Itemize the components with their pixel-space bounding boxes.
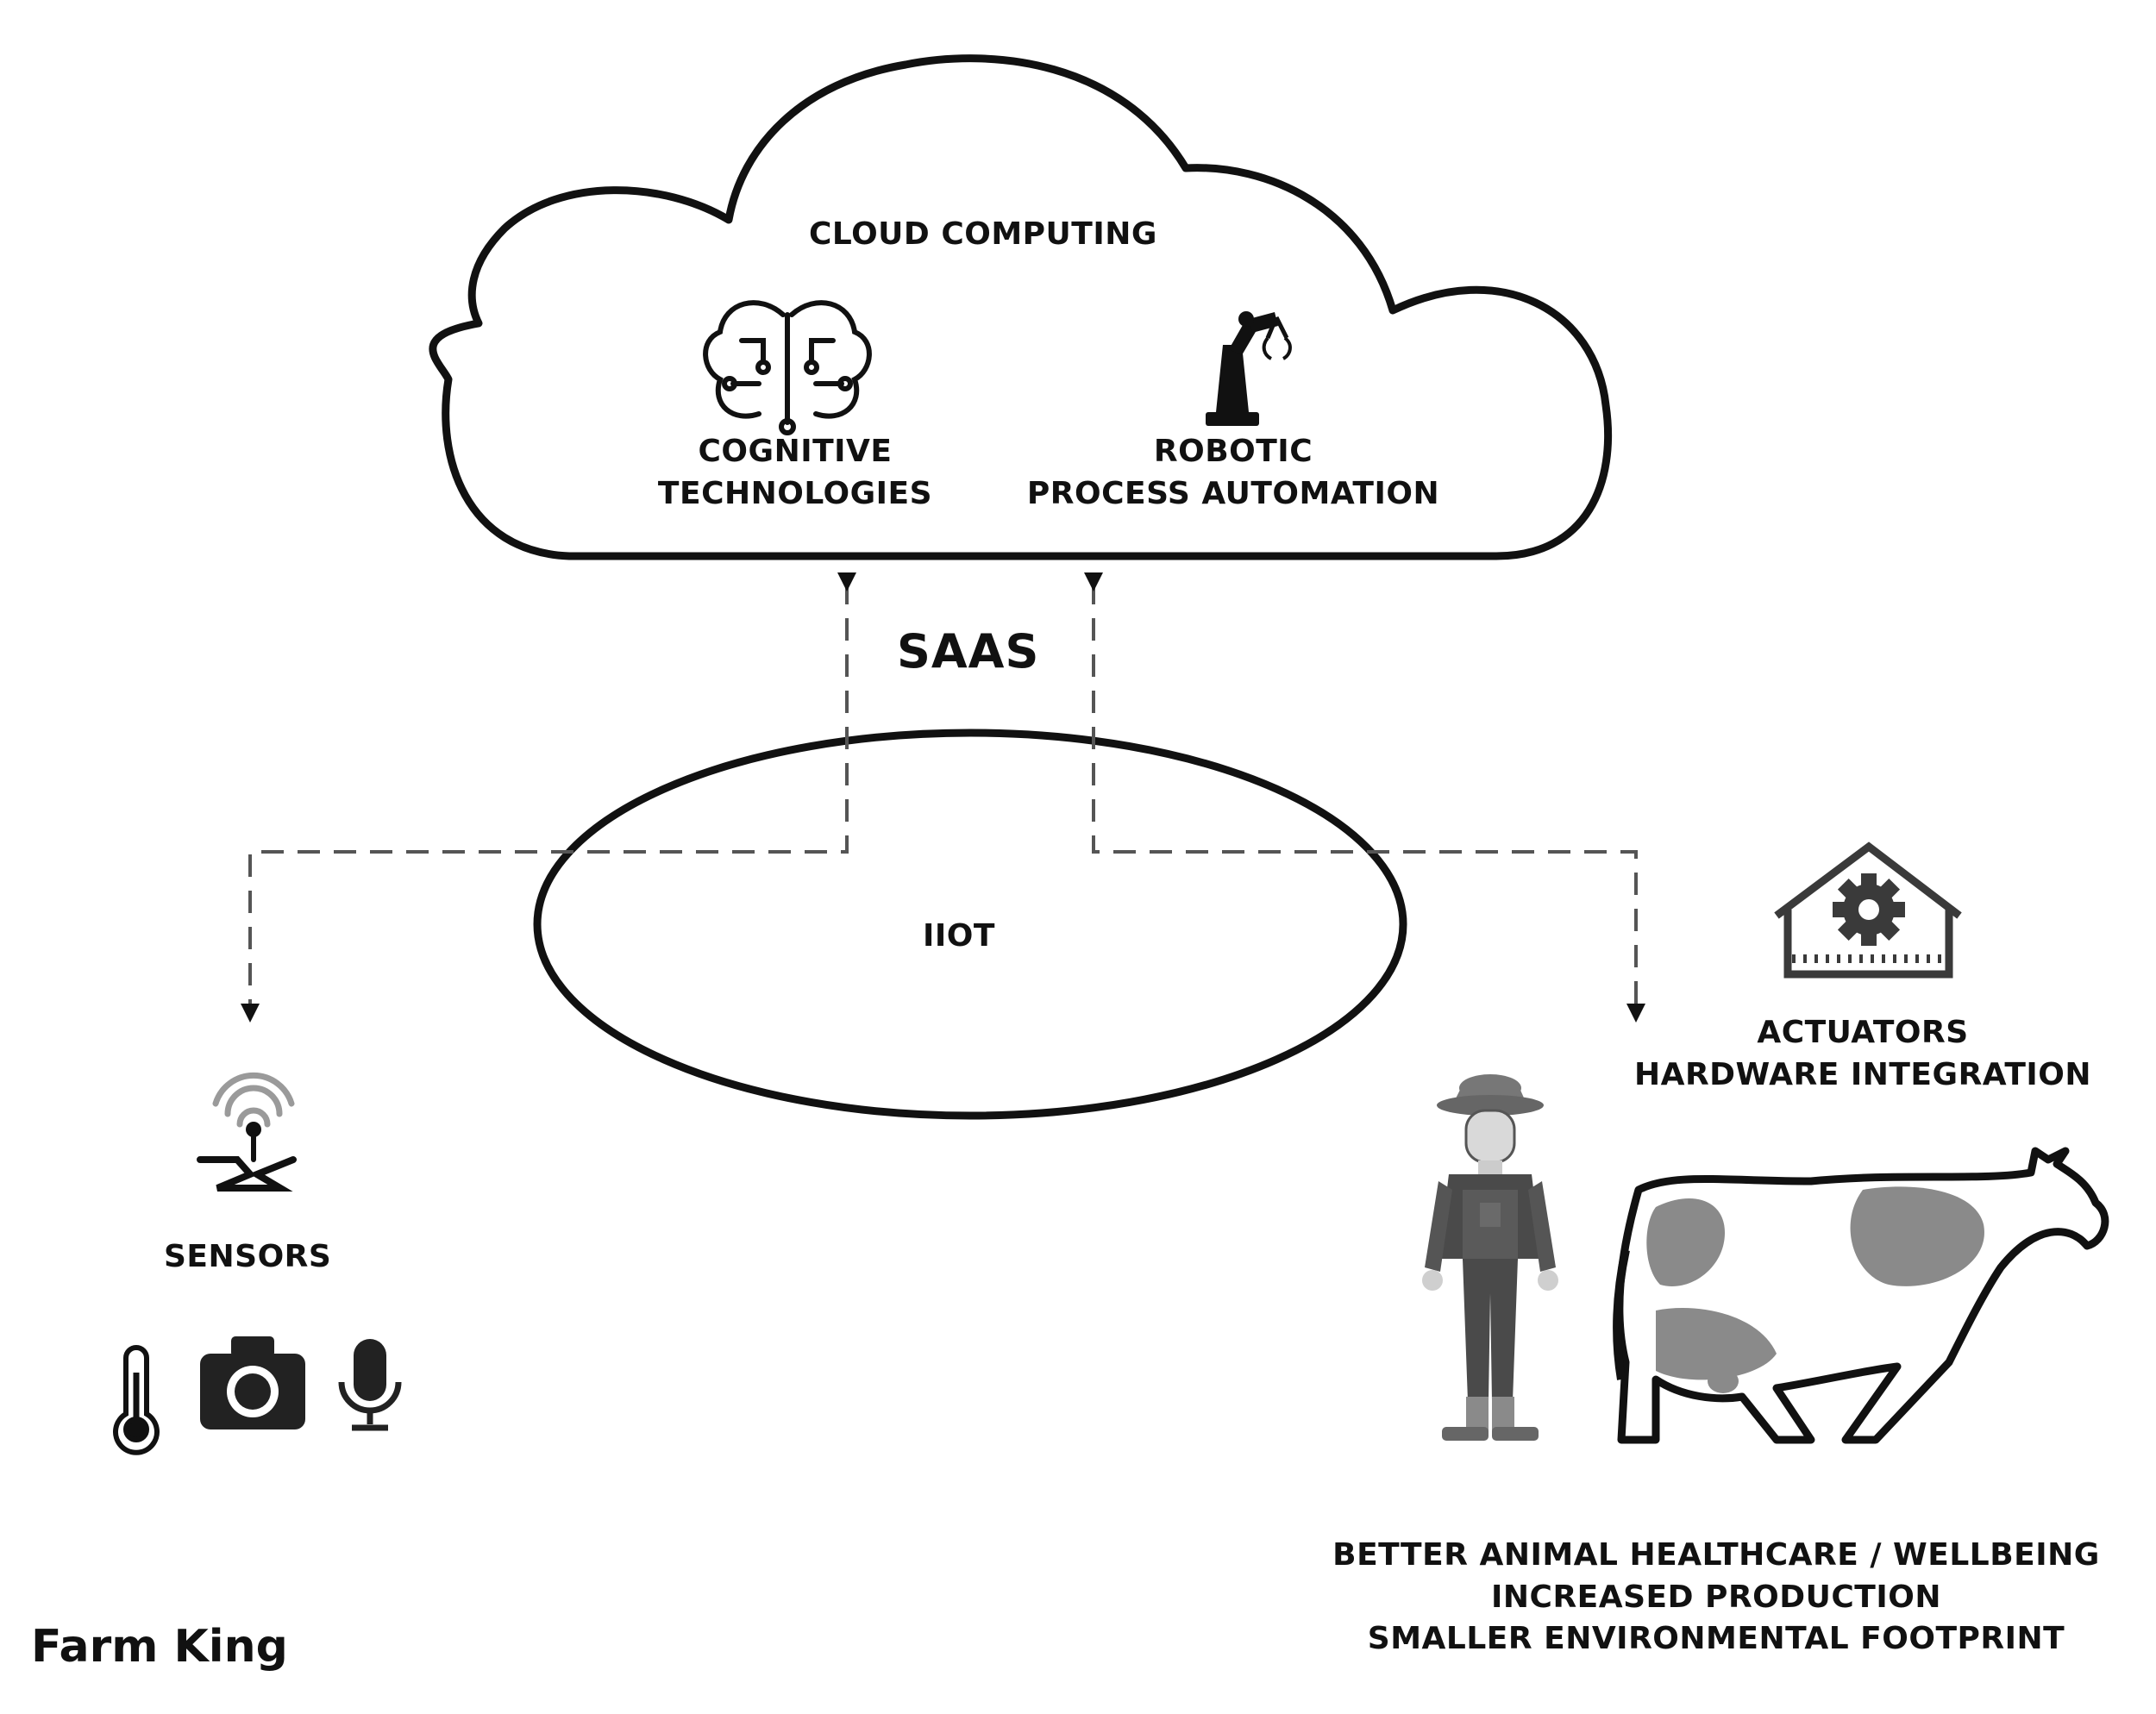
- wireless-sensor-icon: [197, 1073, 297, 1192]
- saas-label: SAAS: [897, 624, 1040, 679]
- outcome-item: INCREASED PRODUCTION: [1491, 1579, 1941, 1615]
- actuators-line-2: HARDWARE INTEGRATION: [1633, 1056, 2092, 1092]
- sensors-label: SENSORS: [164, 1239, 332, 1274]
- robot-arm-icon: [1206, 311, 1292, 426]
- microphone-icon: [338, 1339, 402, 1431]
- robotic-process-automation-label: ROBOTIC PROCESS AUTOMATION: [1000, 431, 1466, 515]
- connector-cloud-to-actuators: [1084, 572, 1645, 1023]
- robotic-line-2: PROCESS AUTOMATION: [1026, 475, 1440, 511]
- cognitive-line-2: TECHNOLOGIES: [657, 475, 933, 511]
- thermometer-icon: [113, 1345, 160, 1455]
- cognitive-technologies-label: COGNITIVE TECHNOLOGIES: [640, 431, 950, 515]
- cow-figure: [1613, 1147, 2109, 1444]
- cloud-shape: [429, 54, 1613, 560]
- brain-circuit-icon: [703, 300, 872, 435]
- brand-name: Farm King: [31, 1621, 288, 1673]
- actuators-line-1: ACTUATORS: [1757, 1015, 1969, 1050]
- farmer-figure: [1422, 1074, 1558, 1441]
- outcome-item: BETTER ANIMAL HEALTHCARE / WELLBEING: [1332, 1537, 2100, 1573]
- outcomes-list: BETTER ANIMAL HEALTHCARE / WELLBEING INC…: [1285, 1535, 2147, 1661]
- outcome-item: SMALLER ENVIRONMENTAL FOOTPRINT: [1367, 1621, 2065, 1657]
- iiot-label: IIOT: [923, 918, 995, 954]
- smart-barn-gear-icon: [1774, 841, 1962, 979]
- cloud-title: CLOUD COMPUTING: [809, 216, 1157, 252]
- cognitive-line-1: COGNITIVE: [698, 434, 893, 469]
- camera-icon: [200, 1336, 305, 1429]
- robotic-line-1: ROBOTIC: [1153, 434, 1313, 469]
- connector-cloud-to-sensors: [241, 572, 856, 1023]
- actuators-label: ACTUATORS HARDWARE INTEGRATION: [1587, 1012, 2139, 1096]
